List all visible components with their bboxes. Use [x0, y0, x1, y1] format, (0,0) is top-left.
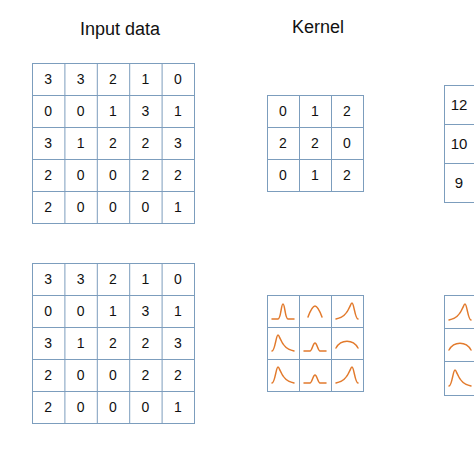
input-cell: 3 — [162, 127, 194, 159]
input-cell: 1 — [97, 95, 129, 127]
input-cell: 2 — [97, 63, 129, 95]
input-cell: 1 — [64, 127, 96, 159]
input-cell: 0 — [162, 263, 194, 295]
input-cell: 1 — [64, 327, 96, 359]
input-cell: 0 — [129, 191, 161, 223]
input-cell: 0 — [162, 63, 194, 95]
input-cell: 0 — [97, 391, 129, 423]
input-cell: 3 — [64, 263, 96, 295]
kernel-cell: 0 — [331, 127, 363, 159]
kernel-cell: 2 — [331, 159, 363, 191]
input-cell: 1 — [162, 95, 194, 127]
input-cell: 0 — [97, 359, 129, 391]
input-cell: 2 — [32, 191, 64, 223]
distribution-curves — [272, 303, 471, 386]
input-cell: 3 — [32, 263, 64, 295]
input-cell: 0 — [64, 295, 96, 327]
input-cell: 0 — [129, 391, 161, 423]
input-cell: 3 — [32, 63, 64, 95]
input-cell: 0 — [64, 359, 96, 391]
input-cell: 2 — [97, 327, 129, 359]
input-cell: 2 — [32, 359, 64, 391]
input-cell: 3 — [129, 95, 161, 127]
kernel-cell: 2 — [299, 127, 331, 159]
input-cell: 3 — [32, 327, 64, 359]
input-cell: 0 — [97, 159, 129, 191]
kernel-cell: 0 — [267, 159, 299, 191]
input-cell: 2 — [97, 127, 129, 159]
input-cell: 0 — [97, 191, 129, 223]
kernel-cell: 2 — [267, 127, 299, 159]
input-cell: 0 — [64, 159, 96, 191]
input-cell: 1 — [162, 295, 194, 327]
input-cell: 2 — [129, 359, 161, 391]
input-cell: 3 — [129, 295, 161, 327]
kernel-cell: 2 — [331, 95, 363, 127]
input-cell: 3 — [162, 327, 194, 359]
input-cell: 3 — [32, 127, 64, 159]
input-cell: 1 — [162, 391, 194, 423]
input-cell: 2 — [129, 327, 161, 359]
input-cell: 2 — [162, 359, 194, 391]
input-cell: 3 — [64, 63, 96, 95]
kernel-cell: 1 — [299, 95, 331, 127]
output-cell: 10 — [444, 124, 474, 163]
input-cell: 1 — [162, 191, 194, 223]
heading: Kernel — [278, 14, 358, 40]
input-cell: 1 — [129, 63, 161, 95]
input-cell: 1 — [129, 263, 161, 295]
input-cell: 2 — [129, 127, 161, 159]
output-cell: 12 — [444, 85, 474, 124]
grid-lines — [33, 64, 474, 424]
input-cell: 2 — [32, 159, 64, 191]
input-cell: 0 — [64, 191, 96, 223]
input-cell: 0 — [64, 95, 96, 127]
input-cell: 1 — [97, 295, 129, 327]
input-cell: 0 — [64, 391, 96, 423]
input-cell: 0 — [32, 295, 64, 327]
input-cell: 2 — [32, 391, 64, 423]
input-cell: 2 — [162, 159, 194, 191]
heading: Input data — [60, 16, 180, 42]
input-cell: 2 — [129, 159, 161, 191]
input-cell: 2 — [97, 263, 129, 295]
output-cell: 9 — [444, 163, 474, 202]
kernel-cell: 0 — [267, 95, 299, 127]
kernel-cell: 1 — [299, 159, 331, 191]
input-cell: 0 — [32, 95, 64, 127]
